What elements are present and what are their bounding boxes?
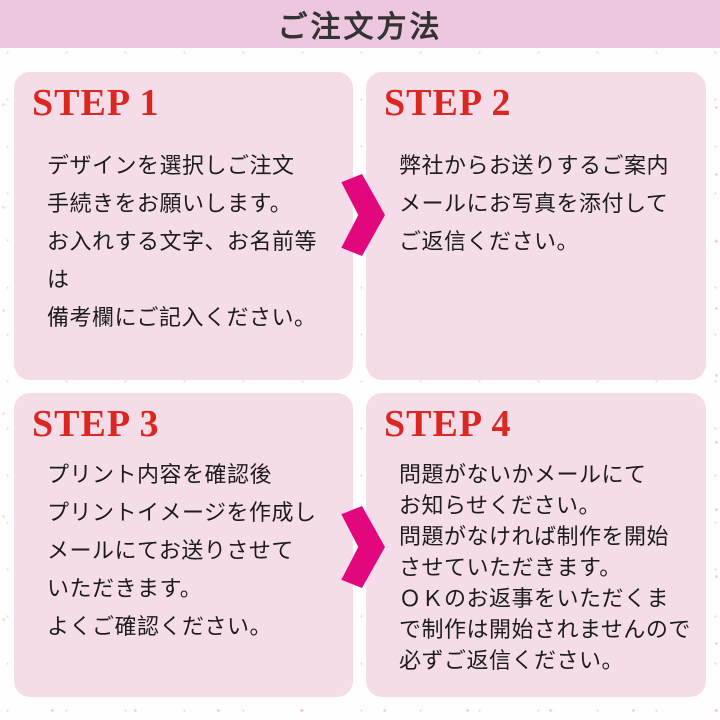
step-4-label: STEP 4 bbox=[384, 403, 512, 445]
step-2-label: STEP 2 bbox=[384, 82, 512, 124]
page-title: ご注文方法 bbox=[277, 11, 443, 44]
step-3-card: STEP 3 プリント内容を確認後 プリントイメージを作成し メールにてお送りさ… bbox=[14, 393, 353, 697]
step-2-text: 弊社からお送りするご案内 メールにお写真を添付して ご返信ください。 bbox=[399, 154, 670, 255]
step-1-card: STEP 1 デザインを選択しご注文 手続きをお願いします。 お入れする文字、お… bbox=[14, 72, 353, 380]
step-4-text: 問題がないかメールにて お知らせください。 問題がなければ制作を開始 させていた… bbox=[399, 463, 691, 674]
step-2-card: STEP 2 弊社からお送りするご案内 メールにお写真を添付して ご返信ください… bbox=[366, 72, 706, 380]
step-1-label: STEP 1 bbox=[32, 82, 160, 124]
step-3-label: STEP 3 bbox=[32, 403, 160, 445]
step-4-card: STEP 4 問題がないかメールにて お知らせください。 問題がなければ制作を開… bbox=[366, 393, 706, 697]
step-3-text: プリント内容を確認後 プリントイメージを作成し メールにてお送りさせて いただき… bbox=[47, 463, 317, 640]
step-1-text: デザインを選択しご注文 手続きをお願いします。 お入れする文字、お名前等は 備考… bbox=[47, 154, 318, 331]
page-header: ご注文方法 bbox=[0, 0, 720, 48]
